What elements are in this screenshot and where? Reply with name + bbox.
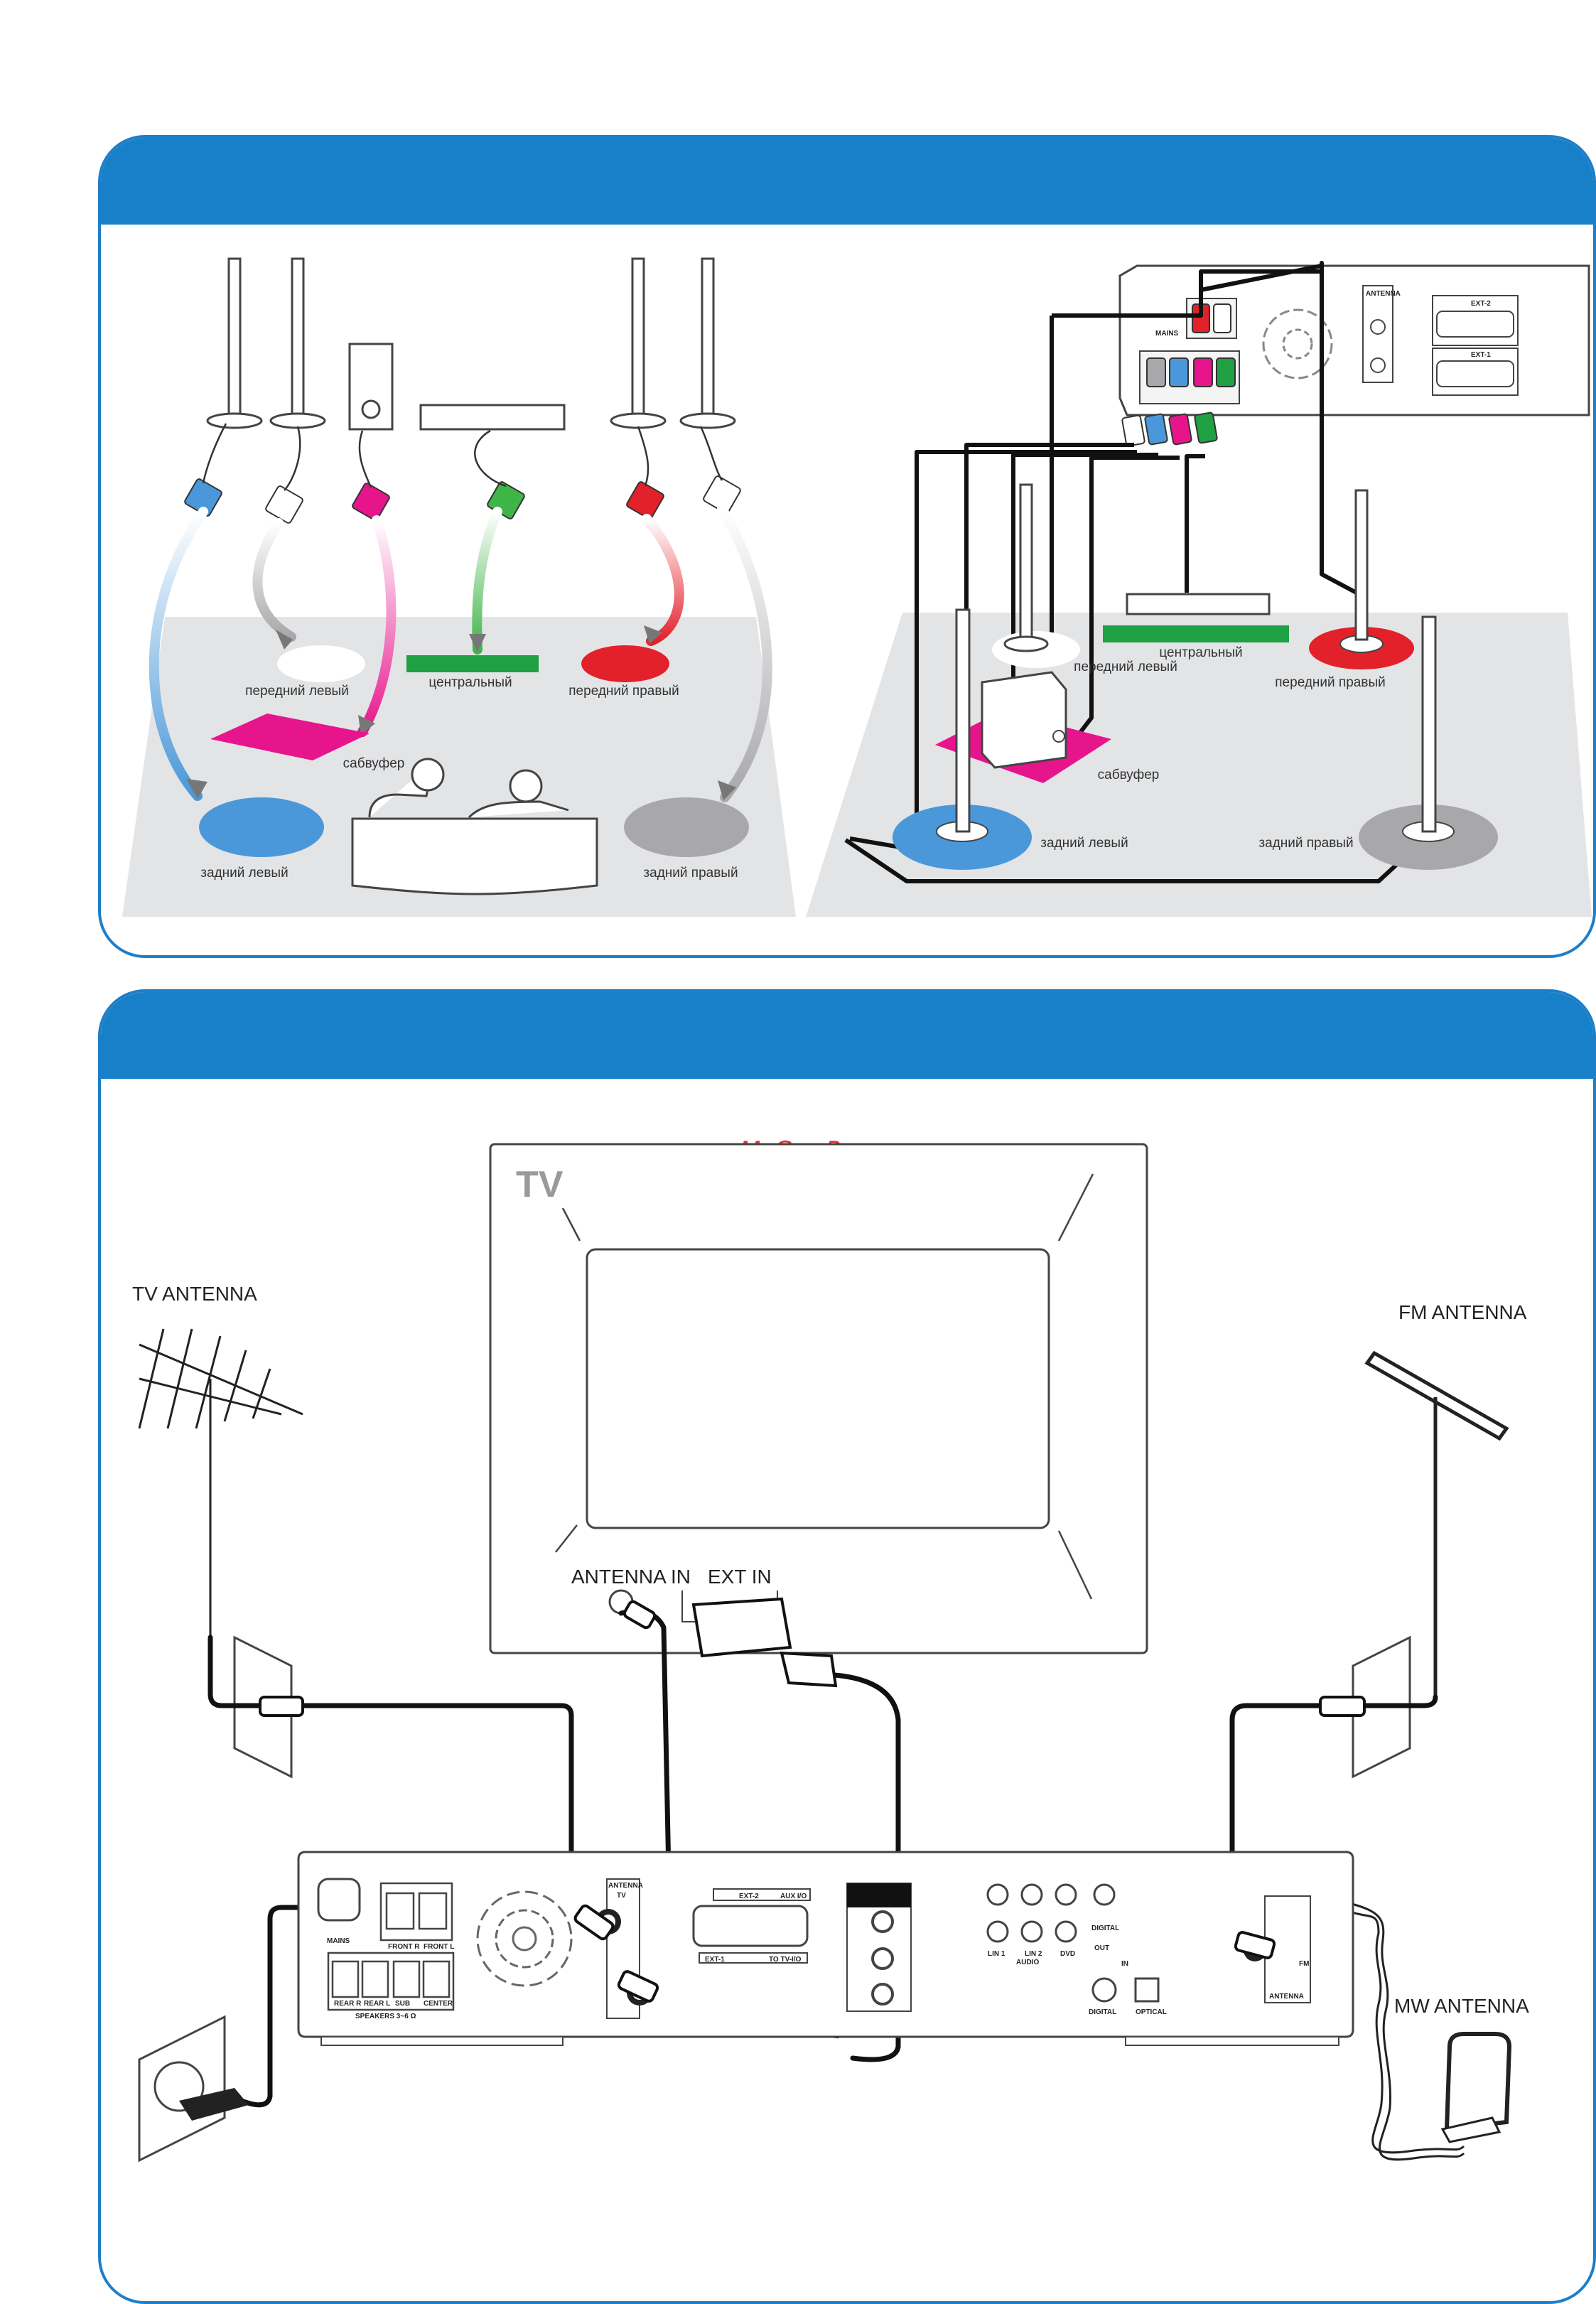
- label-mains-small: MAINS: [1155, 330, 1179, 338]
- plug-front-left: [265, 485, 303, 524]
- speakers-label: SPEAKERS 3~6 Ω: [355, 2013, 416, 2020]
- in-label: IN: [1121, 1960, 1128, 1968]
- label-rear-left: задний левый: [200, 866, 288, 881]
- sofa-with-listeners: [351, 758, 598, 895]
- label-ext1-small: EXT-1: [1471, 351, 1491, 359]
- label-center-right: центральный: [1159, 645, 1242, 660]
- optical-label: OPTICAL: [1136, 2008, 1167, 2016]
- fm-antenna-label: FM ANTENNA: [1398, 1301, 1527, 1323]
- plug-subwoofer: [352, 483, 390, 521]
- mw-antenna-icon: [1444, 2032, 1512, 2132]
- antenna-block-label: ANTENNA: [608, 1882, 643, 1890]
- subwoofer-unit: [348, 343, 394, 431]
- front-l-label: FRONT L: [424, 1943, 454, 1951]
- tv-antenna-label: TV ANTENNA: [132, 1283, 257, 1305]
- antenna-in-label: ANTENNA IN: [571, 1566, 691, 1588]
- line2-label: LIN 2: [1025, 1950, 1042, 1958]
- rear-r-label: REAR R: [334, 2000, 362, 2008]
- dvd-label: DVD: [1060, 1950, 1075, 1958]
- rear-l-label: REAR L: [364, 2000, 390, 2008]
- plug-rear-left: [184, 478, 222, 517]
- audio-label: AUDIO: [1016, 1959, 1039, 1966]
- panel-header: [101, 992, 1593, 1079]
- fm-label: FM: [1299, 1960, 1309, 1968]
- sub-label: SUB: [395, 2000, 410, 2008]
- front-r-label: FRONT R: [388, 1943, 420, 1951]
- mw-antenna-label: MW ANTENNA: [1394, 1995, 1529, 2017]
- line1-label: LIN 1: [988, 1950, 1005, 1958]
- tv-block-label: TV: [617, 1892, 626, 1900]
- label-front-left-right: передний левый: [1074, 660, 1177, 674]
- label-rear-right: задний правый: [643, 866, 738, 881]
- connections-diagram: McGrp.Ru TV ANTENNA IN EXT IN TV ANTENNA…: [132, 1136, 1529, 2163]
- to-tv-io-label: TO TV-I/O: [769, 1956, 802, 1964]
- position-subwoofer: [210, 714, 370, 760]
- ext2-label: EXT-2: [739, 1893, 759, 1900]
- digital-out-label: DIGITAL: [1091, 1925, 1119, 1932]
- receiver-back: [297, 1851, 1354, 2038]
- plug-front-right: [626, 481, 664, 520]
- label-subwoofer: сабвуфер: [343, 756, 405, 771]
- label-ext2-small: EXT-2: [1471, 300, 1491, 308]
- position-rear-right: [624, 797, 749, 857]
- label-subwoofer-right: сабвуфер: [1098, 768, 1160, 782]
- fm-antenna-icon: [1364, 1350, 1509, 1697]
- speaker-front-left-tower: [206, 257, 736, 429]
- ext-in-label: EXT IN: [708, 1566, 772, 1588]
- center-speaker-unit: [419, 404, 566, 431]
- label-antenna-small: ANTENNA: [1366, 290, 1401, 298]
- fan-grille: [1262, 308, 1333, 379]
- label-front-right-right: передний правый: [1275, 675, 1385, 690]
- ext1-label: EXT-1: [705, 1956, 725, 1964]
- tv-antenna-icon: [138, 1328, 303, 1637]
- label-rear-right-right: задний правый: [1258, 836, 1353, 851]
- out-label: OUT: [1094, 1944, 1109, 1952]
- position-center-right: [1103, 625, 1289, 642]
- aux-io-label: AUX I/O: [780, 1893, 807, 1900]
- position-front-right: [581, 645, 669, 682]
- speaker-placement-left: передний левый центральный передний прав…: [122, 257, 796, 917]
- panel-header: [101, 138, 1593, 225]
- label-center: центральный: [428, 675, 512, 690]
- label-rear-left-right: задний левый: [1040, 836, 1128, 851]
- position-rear-left: [199, 797, 324, 857]
- position-center: [406, 655, 539, 672]
- position-front-left: [277, 645, 365, 682]
- antenna-block-label-2: ANTENNA: [1269, 1993, 1304, 2001]
- label-front-right: передний правый: [568, 684, 679, 699]
- digital-in-label: DIGITAL: [1089, 2008, 1116, 2016]
- mains-socket: [317, 1878, 361, 1922]
- tv-label: TV: [516, 1164, 564, 1205]
- label-front-left: передний левый: [245, 684, 349, 699]
- mains-plug: [179, 2088, 249, 2121]
- mains-label: MAINS: [327, 1937, 350, 1945]
- speaker-wiring-right: MAINS ANTENNA EXT-2 EXT-1: [806, 261, 1592, 917]
- center-speaker-right: [1126, 593, 1271, 615]
- plug-rear-right: [703, 475, 741, 514]
- center-label: CENTER: [424, 2000, 453, 2008]
- tv-screen: [586, 1248, 1050, 1529]
- receiver-fan: [476, 1890, 573, 1987]
